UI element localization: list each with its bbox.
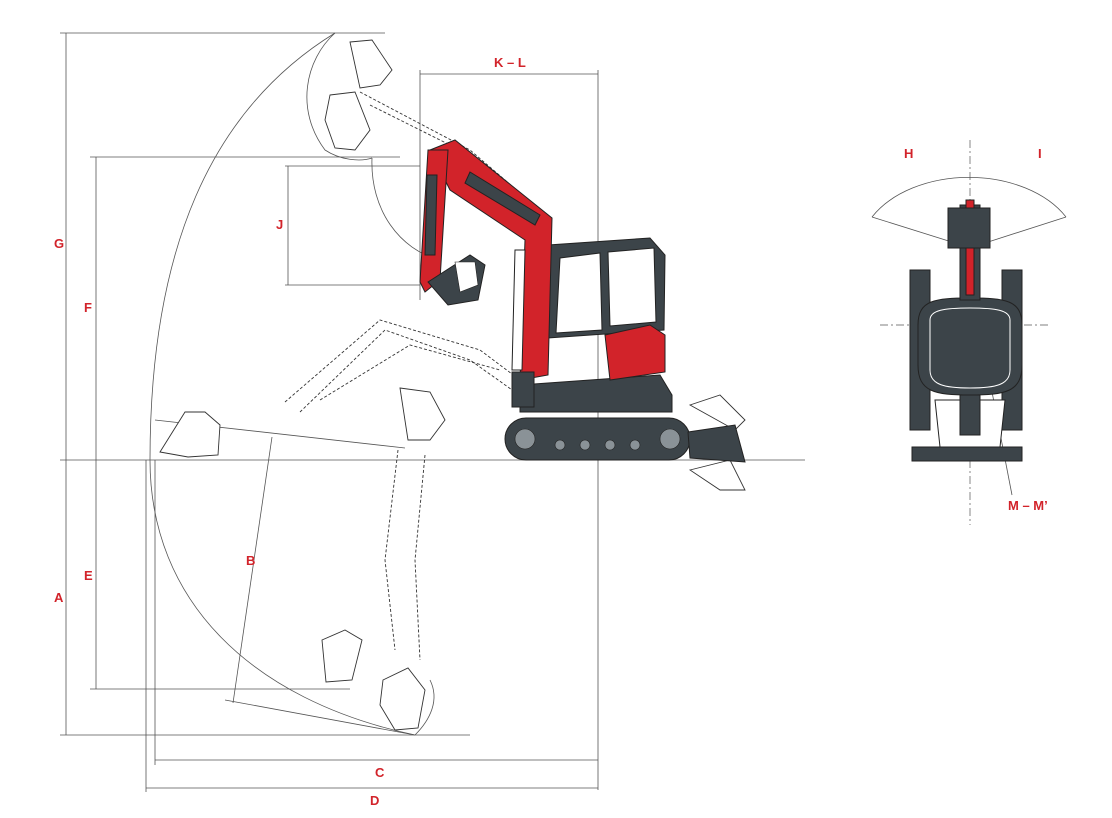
label-a: A [54,590,64,605]
excavator-front-view [871,140,1067,525]
label-e: E [84,568,93,583]
label-f: F [84,300,92,315]
label-kl: K – L [494,55,526,70]
dimension-labels: G F A E B J K – L C D H I M – M’ [54,55,1048,808]
dimension-lines [60,32,805,792]
label-d: D [370,793,379,808]
engine-cover [604,324,666,381]
upper-structure [519,374,673,413]
label-c: C [375,765,385,780]
label-b: B [246,553,255,568]
reach-envelope [149,32,441,736]
boom [429,139,553,381]
label-i: I [1038,146,1042,161]
ghost-arm-positions [159,39,746,731]
excavator-side-view [419,139,746,463]
label-h: H [904,146,913,161]
dozer-blade [687,424,746,463]
label-mm: M – M’ [1008,498,1048,513]
label-g: G [54,236,64,251]
label-j: J [276,217,283,232]
